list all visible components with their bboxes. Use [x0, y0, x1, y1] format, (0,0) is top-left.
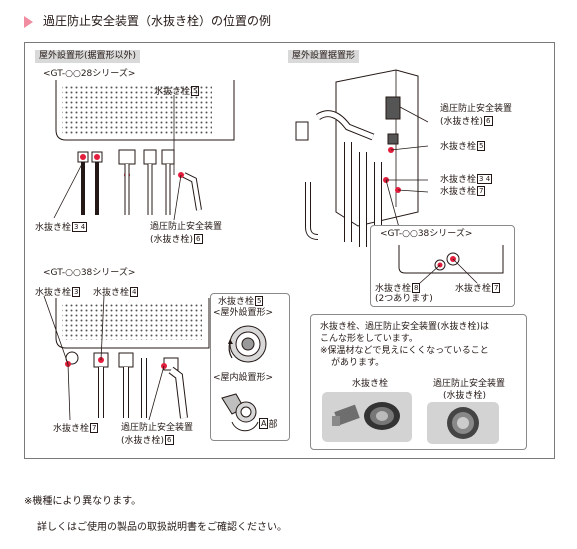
series38-drain8-note: (2つあります) [375, 294, 433, 304]
explanation-line4: があります。 [331, 358, 385, 368]
series38-relief-line2-text: (水抜き栓) [121, 436, 165, 446]
series38-drain7-text: 水抜き栓 [53, 424, 90, 434]
floor-standing-water-heater-drawing [295, 69, 429, 247]
series38-right-drain7-num: 7 [492, 283, 501, 293]
series28-drain34-nums: 3 4 [72, 222, 88, 232]
series28-relief-line2: (水抜き栓)6 [150, 234, 203, 246]
series38-drain8-text: 水抜き栓 [375, 284, 412, 294]
series38-left-title: <GT-○○38シリーズ> [43, 268, 136, 278]
right-drain7-text: 水抜き栓 [440, 187, 477, 197]
footnote-line1: ※機種により異なります。 [24, 496, 142, 507]
inset-title-num: 5 [255, 296, 264, 306]
right-relief-line2: (水抜き栓)6 [440, 116, 493, 128]
series38-drain4-text: 水抜き栓 [93, 288, 130, 298]
right-relief-num: 6 [484, 116, 493, 126]
left-panel-subhead: 屋外設置形(据置形以外) [35, 50, 141, 63]
series38-right-drain7-text: 水抜き栓 [455, 284, 492, 294]
series38-drain3-num: 3 [72, 287, 81, 297]
inset-indoor-label: <屋内設置形> [213, 373, 274, 383]
right-panel-subhead: 屋外設置据置形 [288, 50, 360, 63]
explanation-line3: ※保温材などで見えにくくなっていること [320, 346, 489, 356]
a-part-suffix: 部 [268, 420, 278, 430]
explanation-drain-label: 水抜き栓 [352, 379, 389, 389]
right-drain5-text: 水抜き栓 [440, 142, 477, 152]
explanation-relief-line2: (水抜き栓) [443, 391, 487, 401]
series28-water-heater-drawing [53, 80, 235, 221]
right-drain5-num: 5 [477, 141, 486, 151]
series28-relief-line1: 過圧防止安全装置 [150, 222, 223, 232]
relief-valve-photo-icon [427, 402, 499, 444]
series38-drain4-num: 4 [130, 287, 139, 297]
series38-right-drawing [398, 245, 504, 284]
right-drain34-nums: 3 4 [477, 174, 493, 184]
page-title: 過圧防止安全装置（水抜き栓）の位置の例 [43, 14, 272, 28]
series38-right-title: <GT-○○38シリーズ> [380, 229, 473, 239]
right-drain34-text: 水抜き栓 [440, 175, 477, 185]
series38-relief-line2: (水抜き栓)6 [121, 435, 174, 447]
right-relief-line1: 過圧防止安全装置 [440, 104, 513, 114]
series38-drain8-num: 8 [412, 283, 421, 293]
series28-relief-line2-text: (水抜き栓) [150, 235, 194, 245]
indoor-drain-plug-icon [221, 393, 259, 432]
inset-outdoor-label: <屋外設置形> [213, 308, 274, 318]
right-drain7-num: 7 [477, 186, 486, 196]
footnote-line2: 詳しくはご使用の製品の取扱説明書をご確認ください。 [37, 522, 287, 533]
series28-title: <GT-○○28シリーズ> [43, 69, 136, 79]
right-relief-line2-text: (水抜き栓) [440, 117, 484, 127]
series28-drain34-text: 水抜き栓 [35, 223, 72, 233]
drain-plug-photo-icon [322, 392, 412, 442]
outdoor-drain-plug-icon [228, 325, 267, 363]
explanation-relief-line1: 過圧防止安全装置 [433, 379, 506, 389]
series38-drain7-num: 7 [90, 423, 99, 433]
series38-relief-line1: 過圧防止安全装置 [121, 423, 194, 433]
inset-title-text: 水抜き栓 [218, 297, 255, 307]
series38-left-water-heater-drawing [43, 295, 210, 421]
explanation-line2: こんな形をしています。 [320, 334, 418, 344]
a-part-box: A [259, 418, 269, 429]
series28-drain5-num: 5 [191, 86, 200, 96]
series28-relief-num: 6 [194, 234, 203, 244]
series38-relief-num: 6 [165, 435, 174, 445]
series28-drain5-text: 水抜き栓 [154, 87, 191, 97]
heading-marker-icon [24, 16, 33, 28]
series38-drain3-text: 水抜き栓 [35, 288, 72, 298]
explanation-line1: 水抜き栓、過圧防止安全装置(水抜き栓)は [320, 322, 490, 332]
